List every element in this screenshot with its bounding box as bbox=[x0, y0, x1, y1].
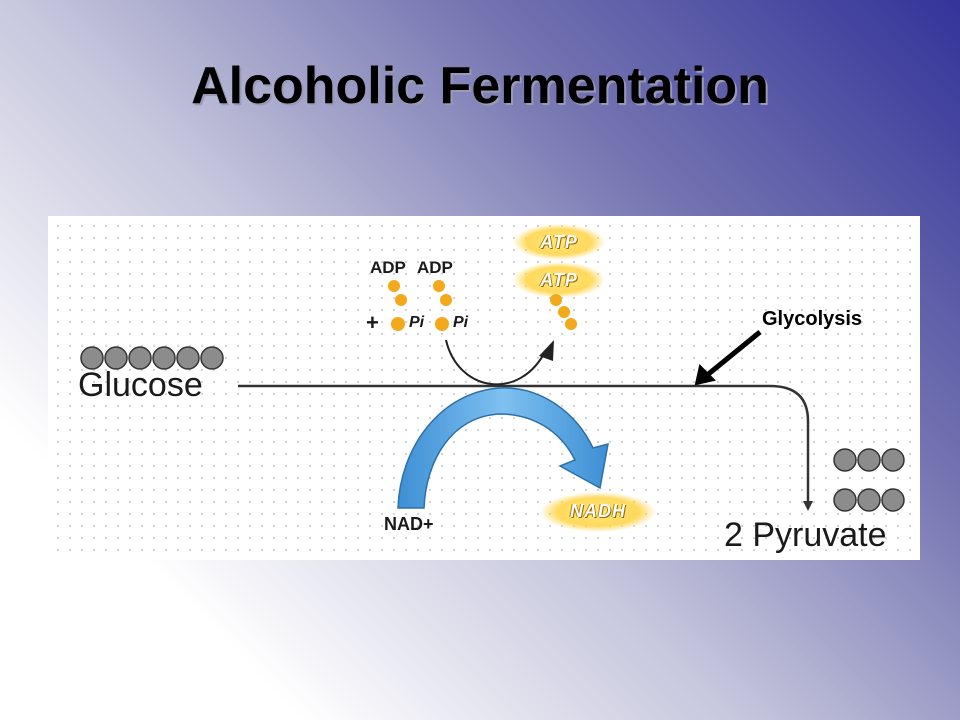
atp-badge: ATP bbox=[540, 232, 578, 252]
plus-sign: + bbox=[366, 310, 379, 335]
carbon-atom bbox=[881, 488, 905, 512]
carbon-atom bbox=[857, 488, 881, 512]
pi-phosphate-dot bbox=[391, 317, 405, 331]
carbon-atom bbox=[176, 346, 200, 370]
nad-to-nadh-arrow bbox=[397, 387, 609, 509]
nad-plus-label: NAD+ bbox=[384, 514, 434, 534]
adp-phosphate-group bbox=[433, 280, 452, 306]
nadh-glow bbox=[540, 492, 656, 532]
pi-label: Pi bbox=[453, 314, 469, 331]
phosphate-dot bbox=[550, 294, 562, 306]
glycolysis-label: Glycolysis bbox=[762, 308, 863, 330]
atp-glow bbox=[513, 262, 605, 298]
glycolysis-pointer-line bbox=[704, 330, 762, 378]
phosphate-dot bbox=[558, 306, 570, 318]
phosphate-dot bbox=[388, 280, 400, 292]
carbon-atom bbox=[857, 448, 881, 472]
pyruvate-carbon-chain bbox=[833, 488, 905, 512]
carbon-atom bbox=[833, 488, 857, 512]
pi-label: Pi bbox=[409, 314, 425, 331]
pyruvate-carbon-chain bbox=[833, 448, 905, 472]
phosphate-dot bbox=[565, 318, 577, 330]
nadh-badge: NADH bbox=[570, 501, 626, 521]
glucose-carbon-chain bbox=[80, 346, 224, 370]
slide-title: Alcoholic Fermentation bbox=[191, 57, 769, 115]
atp-formation-arrow bbox=[445, 339, 547, 386]
phosphate-dot bbox=[433, 280, 445, 292]
atp-glow bbox=[513, 224, 605, 260]
atp-badge: ATP bbox=[540, 270, 578, 290]
carbon-atom bbox=[833, 448, 857, 472]
pi-phosphate-dot bbox=[435, 317, 449, 331]
adp-label: ADP bbox=[370, 258, 406, 277]
atp-arrow-head bbox=[539, 340, 554, 361]
adp-phosphate-group bbox=[388, 280, 407, 306]
carbon-atom bbox=[80, 346, 104, 370]
carbon-atom bbox=[152, 346, 176, 370]
carbon-atom bbox=[881, 448, 905, 472]
glucose-label: Glucose bbox=[78, 366, 203, 404]
adp-label: ADP bbox=[417, 258, 453, 277]
pyruvate-label: 2 Pyruvate bbox=[724, 516, 887, 554]
diagram-drawing bbox=[80, 224, 905, 532]
carbon-atom bbox=[128, 346, 152, 370]
phosphate-dot bbox=[395, 294, 407, 306]
carbon-atom bbox=[200, 346, 224, 370]
glycolysis-pointer-head bbox=[694, 364, 716, 386]
carbon-atom bbox=[104, 346, 128, 370]
fermentation-diagram: Glucose 2 Pyruvate ADP ADP + Pi Pi ATP A… bbox=[48, 216, 920, 560]
pathway-line bbox=[238, 384, 813, 511]
phosphate-dot bbox=[440, 294, 452, 306]
